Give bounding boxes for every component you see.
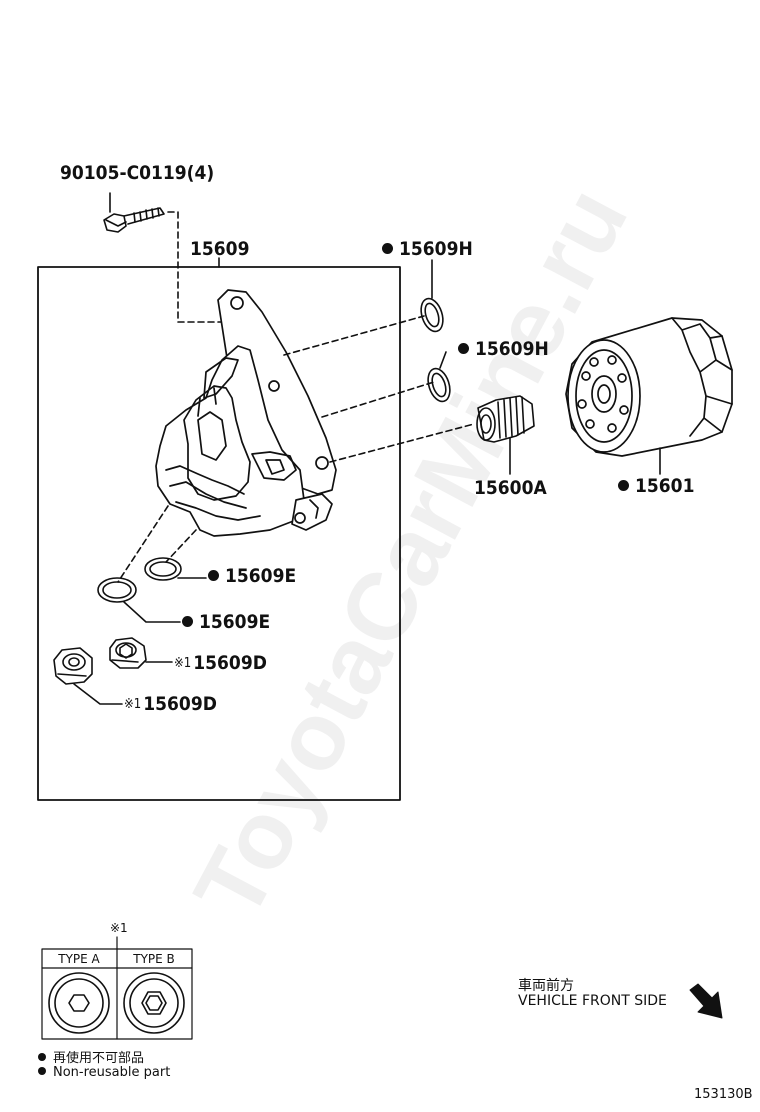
plug-d2	[53, 647, 93, 685]
label-gasket-15609h-lower: 15609H	[458, 338, 549, 360]
non-reusable-dot-icon	[208, 570, 219, 581]
legend-dot-icon	[38, 1067, 46, 1075]
dash-e1	[165, 529, 197, 563]
non-reusable-dot-icon	[618, 480, 629, 491]
union-bolt	[476, 395, 535, 443]
legend-dot-icon	[38, 1053, 46, 1061]
label-gasket-15609h-upper: 15609H	[382, 238, 473, 260]
type-a-plug-icon	[48, 972, 110, 1034]
label-bolt-90105: 90105-C0119(4)	[60, 162, 215, 184]
type-table-mark: ※1	[110, 921, 128, 935]
non-reusable-dot-icon	[182, 616, 193, 627]
bolt	[103, 207, 165, 233]
bolt-dash	[167, 211, 223, 323]
legend-jp: 再使用不可部品	[38, 1047, 144, 1066]
front-direction-arrow-icon	[689, 983, 723, 1019]
plug-d2-leader	[73, 683, 123, 705]
label-filter-15601: 15601	[618, 475, 694, 497]
dash-h2	[321, 381, 435, 418]
type-table	[41, 936, 193, 1040]
direction-en: VEHICLE FRONT SIDE	[518, 993, 667, 1009]
gasket-e1	[144, 557, 182, 581]
gasket-h1	[420, 297, 444, 333]
type-b-plug-icon	[123, 972, 185, 1034]
dash-e2	[117, 505, 169, 583]
type-b-heading: TYPE B	[133, 952, 175, 966]
type-a-heading: TYPE A	[58, 952, 100, 966]
plug-d1	[109, 637, 147, 669]
gasket-h2-leader	[439, 351, 447, 369]
non-reusable-dot-icon	[382, 243, 393, 254]
legend-en: Non-reusable part	[38, 1065, 170, 1080]
figure-id: 153130B	[694, 1087, 753, 1102]
oil-filter	[565, 317, 733, 457]
label-bracket-15609: 15609	[190, 238, 250, 260]
label-gasket-15609e-lower: 15609E	[182, 611, 270, 633]
non-reusable-dot-icon	[458, 343, 469, 354]
gasket-e2-leader	[123, 601, 181, 623]
gasket-h2	[427, 367, 451, 403]
direction-jp: 車両前方	[518, 978, 574, 994]
label-union-15600a: 15600A	[474, 477, 547, 499]
dash-h1	[283, 315, 425, 356]
bracket-body	[155, 289, 337, 537]
gasket-e2	[97, 577, 137, 603]
dash-union	[329, 423, 475, 463]
label-gasket-15609e-upper: 15609E	[208, 565, 296, 587]
